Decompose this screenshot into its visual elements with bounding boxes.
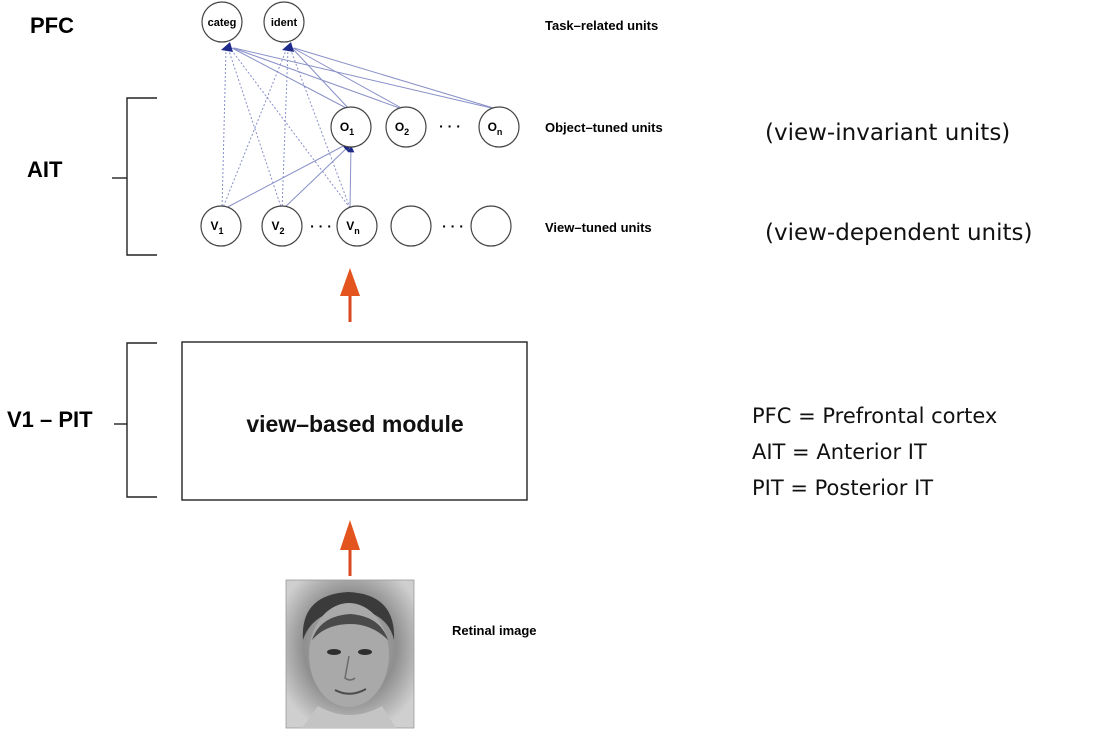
- unit-o1-base: O: [340, 120, 349, 134]
- unit-v1-sub: 1: [219, 226, 224, 236]
- unit-categ: categ: [201, 1, 243, 43]
- ait-bracket: [112, 97, 157, 256]
- unit-v2-base: V: [271, 219, 279, 233]
- unit-o2: O2: [385, 106, 427, 148]
- v1-pit-bracket: [114, 342, 157, 498]
- level-label-ait: AIT: [27, 157, 63, 182]
- unit-on: On: [478, 106, 520, 148]
- unit-v1-base: V: [210, 219, 218, 233]
- svg-text:O2: O2: [395, 120, 409, 137]
- view-dependent-note: (view-dependent units): [765, 220, 1033, 246]
- unit-o2-base: O: [395, 120, 404, 134]
- view-ellipsis-2: · · ·: [442, 218, 464, 234]
- object-tuned-label: Object–tuned units: [545, 120, 663, 135]
- level-label-v1-pit: V1 – PIT: [7, 407, 93, 432]
- level-label-pfc: PFC: [30, 13, 74, 38]
- unit-o2-sub: 2: [404, 127, 409, 137]
- svg-text:Vn: Vn: [346, 219, 360, 236]
- view-invariant-note: (view-invariant units): [765, 120, 1010, 146]
- legend-pfc: PFC = Prefrontal cortex: [752, 404, 997, 428]
- object-ellipsis: · · ·: [439, 118, 461, 134]
- unit-vn: Vn: [336, 205, 378, 247]
- unit-o1: O1: [330, 106, 372, 148]
- face-photo-icon: [285, 579, 415, 729]
- module-label: view–based module: [246, 411, 463, 437]
- unit-view-empty-2: [470, 205, 512, 247]
- retinal-image-label: Retinal image: [452, 623, 537, 638]
- unit-on-sub: n: [497, 127, 503, 137]
- task-related-label: Task–related units: [545, 18, 658, 33]
- arrow-retinal-to-module: [340, 520, 360, 576]
- unit-vn-base: V: [346, 219, 354, 233]
- unit-v1: V1: [200, 205, 242, 247]
- svg-text:V1: V1: [210, 219, 223, 236]
- unit-ident-label: ident: [271, 17, 298, 29]
- unit-ident: ident: [263, 1, 305, 43]
- svg-text:O1: O1: [340, 120, 354, 137]
- arrow-module-to-view: [340, 268, 360, 322]
- unit-o1-sub: 1: [349, 127, 354, 137]
- legend-ait: AIT = Anterior IT: [752, 440, 927, 464]
- svg-text:V2: V2: [271, 219, 284, 236]
- unit-vn-sub: n: [354, 226, 360, 236]
- unit-on-base: O: [488, 120, 497, 134]
- unit-categ-label: categ: [208, 17, 237, 29]
- view-tuned-label: View–tuned units: [545, 220, 652, 235]
- connections: [221, 42, 501, 211]
- view-ellipsis-1: · · ·: [310, 218, 332, 234]
- unit-v2: V2: [261, 205, 303, 247]
- view-based-module: view–based module: [181, 341, 528, 501]
- unit-v2-sub: 2: [280, 226, 285, 236]
- legend-pit: PIT = Posterior IT: [752, 476, 933, 500]
- svg-text:On: On: [488, 120, 503, 137]
- unit-view-empty-1: [390, 205, 432, 247]
